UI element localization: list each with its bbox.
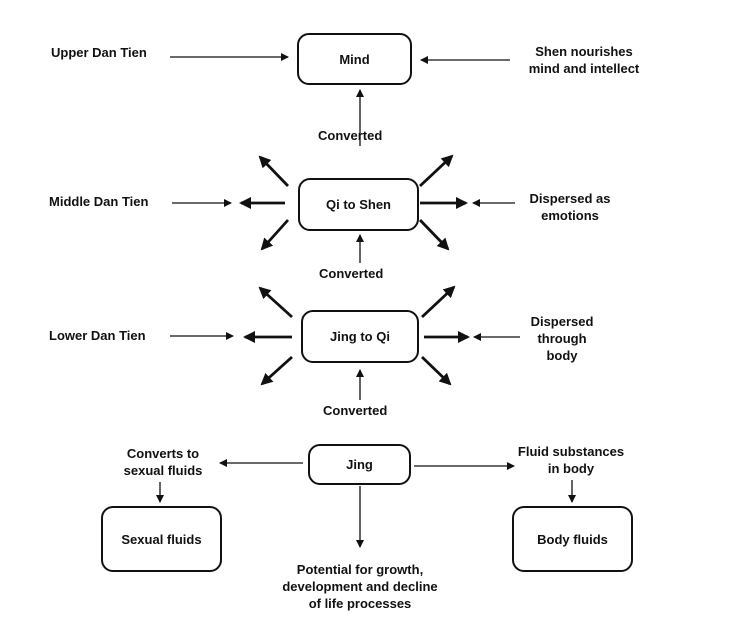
dispersed-body-label: Dispersed through body — [522, 313, 602, 364]
middle-dan-tien-label: Middle Dan Tien — [49, 194, 149, 209]
burst-arrow-jing-to-qi-lower-left — [260, 355, 293, 386]
burst-arrow-qi-to-shen-lower-right — [418, 219, 450, 251]
potential-label: Potential for growth, development and de… — [262, 561, 458, 612]
dispersed-body-line-3: body — [546, 348, 578, 363]
shen-nourishes-label: Shen nourishes mind and intellect — [513, 43, 655, 77]
qi-to-shen-box: Qi to Shen — [298, 178, 419, 231]
potential-line-3: of life processes — [308, 596, 412, 611]
dispersed-emotions-line-2: emotions — [541, 208, 599, 223]
converted-label-middle: Converted — [319, 266, 384, 281]
upper-dan-tien-label: Upper Dan Tien — [51, 45, 147, 60]
dispersed-emotions-label: Dispersed as emotions — [518, 190, 622, 224]
converted-label-bottom: Converted — [323, 403, 388, 418]
dispersed-body-line-1: Dispersed — [530, 314, 594, 329]
dispersed-emotions-line-1: Dispersed as — [529, 191, 611, 206]
converts-sexual-label: Converts to sexual fluids — [108, 445, 218, 479]
converts-sexual-line-2: sexual fluids — [123, 463, 203, 478]
burst-arrow-qi-to-shen-upper-right — [419, 154, 454, 188]
burst-arrow-jing-to-qi-upper-left — [258, 286, 293, 319]
fluid-substances-label: Fluid substances in body — [500, 443, 642, 477]
dispersed-body-line-2: through — [537, 331, 587, 346]
jing-to-qi-box: Jing to Qi — [301, 310, 419, 363]
potential-line-2: development and decline — [282, 579, 438, 594]
potential-line-1: Potential for growth, — [296, 562, 424, 577]
burst-arrow-jing-to-qi-lower-right — [421, 355, 452, 386]
fluid-substances-line-2: in body — [547, 461, 595, 476]
shen-nourishes-line-1: Shen nourishes — [535, 44, 633, 59]
lower-dan-tien-label: Lower Dan Tien — [49, 328, 146, 343]
body-fluids-box: Body fluids — [512, 506, 633, 572]
converts-sexual-line-1: Converts to — [126, 446, 200, 461]
burst-arrow-qi-to-shen-lower-left — [260, 219, 290, 251]
converted-label-top: Converted — [318, 128, 383, 143]
burst-arrow-jing-to-qi-upper-right — [421, 285, 456, 319]
fluid-substances-line-1: Fluid substances — [517, 444, 625, 459]
shen-nourishes-line-2: mind and intellect — [528, 61, 640, 76]
burst-arrow-qi-to-shen-upper-left — [258, 155, 290, 187]
mind-box: Mind — [297, 33, 412, 85]
sexual-fluids-box: Sexual fluids — [101, 506, 222, 572]
jing-box: Jing — [308, 444, 411, 485]
